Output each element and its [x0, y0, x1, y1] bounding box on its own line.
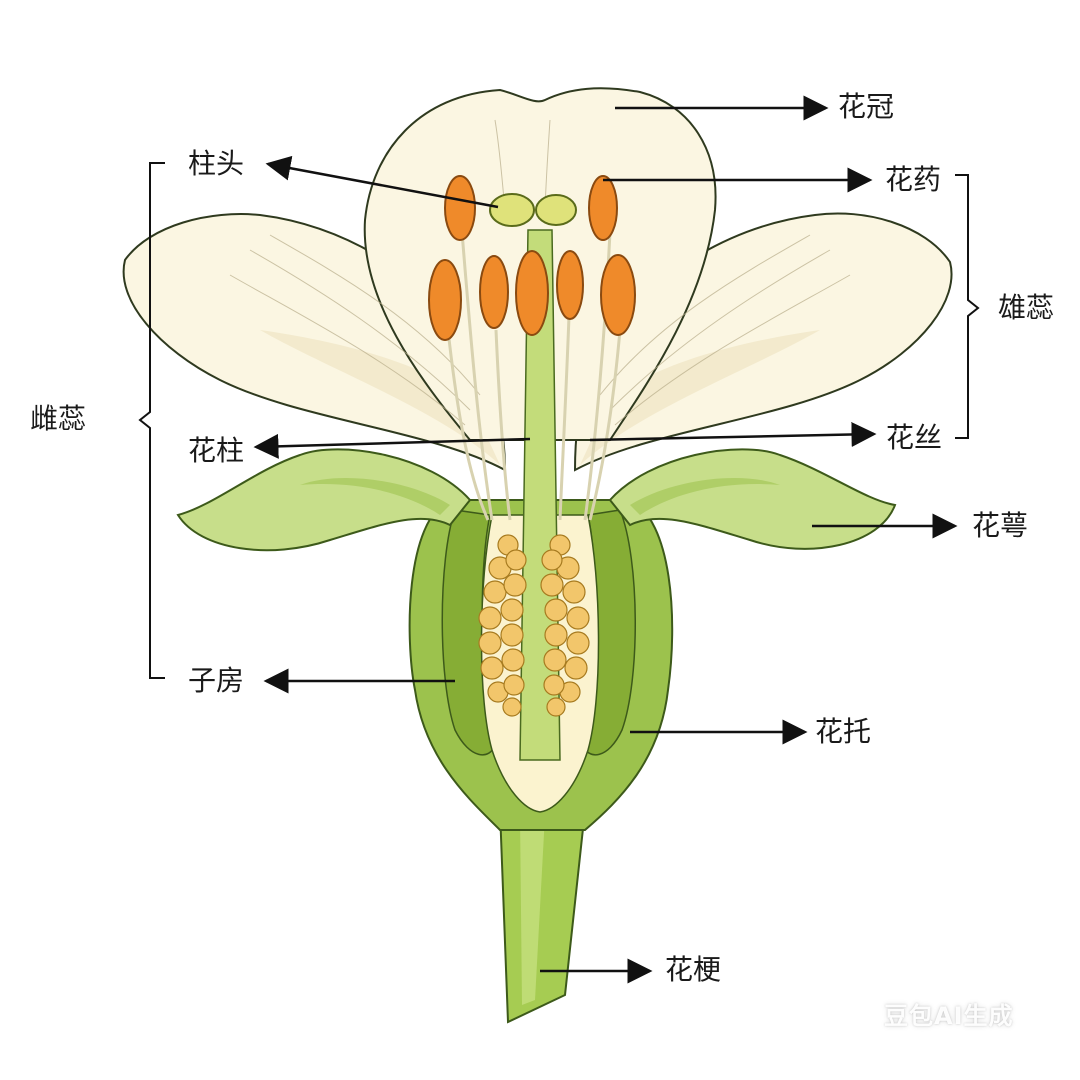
sepal-left — [176, 448, 472, 552]
anthers — [428, 175, 636, 341]
leader-lines — [253, 95, 958, 984]
pedicel-highlight — [520, 815, 545, 1005]
petal-veins — [229, 119, 851, 426]
arrow-filament — [589, 421, 877, 447]
sepal-left-fold — [300, 477, 450, 515]
label-filament: 花丝 — [886, 421, 943, 454]
bracket-pistil — [138, 162, 165, 679]
label-anther: 花药 — [885, 163, 942, 196]
sepal-right-fold — [630, 477, 780, 515]
stigma-right — [535, 194, 577, 226]
watermark: 豆包AI生成 — [884, 1002, 1014, 1030]
sepal-right — [608, 448, 897, 550]
label-corolla: 花冠 — [838, 90, 895, 123]
stigma-left — [489, 193, 535, 227]
arrow-stigma — [265, 155, 499, 209]
label-stamen: 雄蕊 — [998, 291, 1055, 324]
arrow-style — [253, 433, 531, 459]
label-style: 花柱 — [188, 434, 245, 467]
label-receptacle: 花托 — [815, 715, 872, 748]
label-pedicel: 花梗 — [665, 953, 722, 986]
ovules — [478, 534, 590, 717]
label-sepal: 花萼 — [972, 509, 1029, 542]
label-ovary: 子房 — [188, 664, 245, 697]
label-stigma: 柱头 — [188, 147, 245, 180]
brackets — [138, 162, 980, 679]
bracket-stamen — [955, 174, 980, 439]
filaments — [446, 231, 622, 521]
label-pistil: 雌蕊 — [30, 402, 87, 435]
